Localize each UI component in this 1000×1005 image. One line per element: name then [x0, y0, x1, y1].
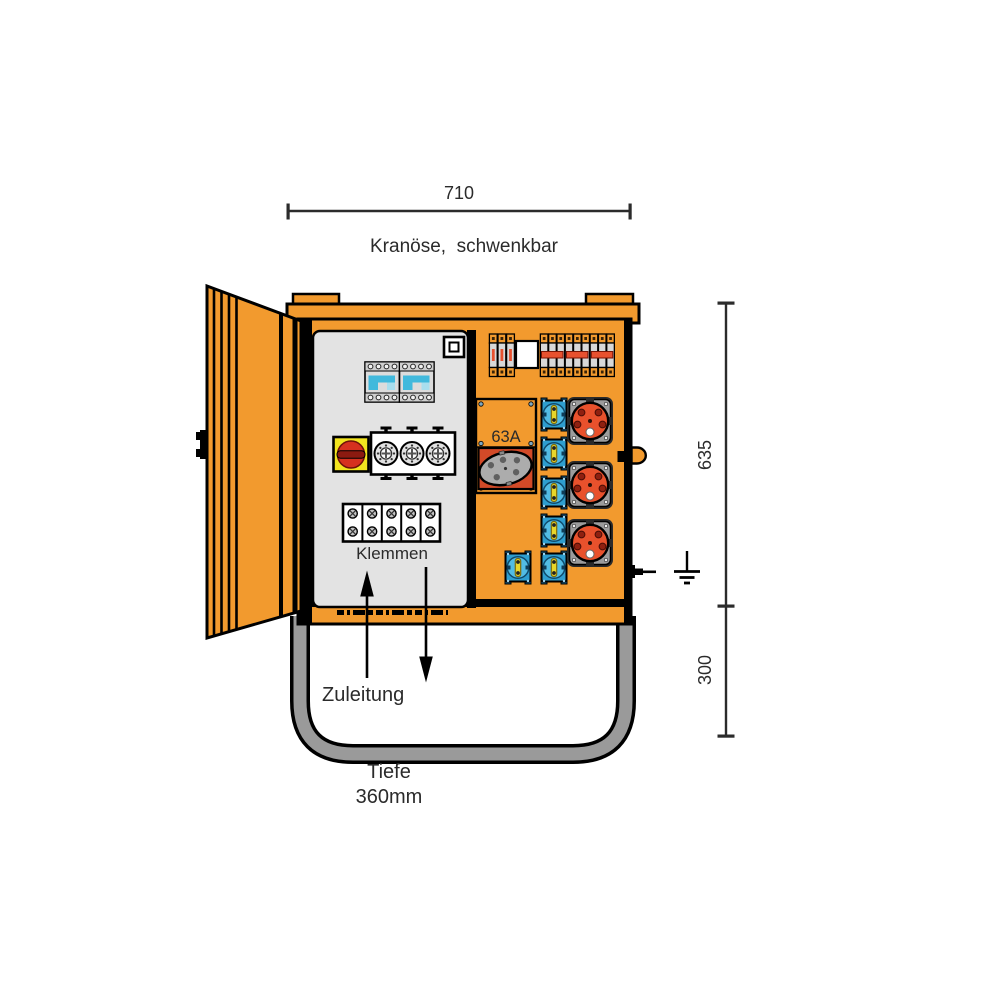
dim-710-label: 710 — [444, 183, 474, 203]
cee-socket-blue — [540, 397, 568, 432]
depth-label-line2: 360mm — [356, 786, 423, 808]
fuse-holder-dial — [399, 441, 425, 466]
terminal-screw — [386, 526, 397, 537]
cee-socket-blue — [540, 550, 568, 585]
door-latch — [196, 430, 206, 459]
mounting-panel: Klemmen — [311, 329, 470, 609]
fuse-terminal — [432, 426, 444, 430]
breaker-module — [488, 333, 498, 378]
fuse-terminal — [406, 426, 418, 430]
supply-arrow-up — [360, 570, 374, 678]
breaker-link-bar — [590, 351, 614, 359]
fuse-holder-dial — [373, 441, 399, 466]
socket-63a-label: 63A — [491, 428, 520, 446]
terminal-block — [341, 502, 442, 543]
terminal-screw — [424, 526, 436, 537]
cee-sockets-red-group — [565, 395, 615, 569]
breaker-link-bar — [541, 351, 564, 359]
cee-socket-blue — [540, 475, 568, 510]
breaker-row — [488, 333, 616, 378]
fuse-terminal — [380, 426, 392, 430]
socket-63a-face-icon — [478, 450, 533, 487]
cee-socket-blue — [540, 436, 568, 471]
terminal-screw — [424, 508, 436, 519]
depth-label-line1: Tiefe — [367, 761, 411, 783]
outgoing-arrow-down — [419, 567, 433, 683]
terminals-label: Klemmen — [356, 544, 428, 563]
fuse-terminal — [436, 429, 440, 434]
cee-socket-blue — [504, 550, 532, 585]
fuse-terminal — [380, 477, 392, 480]
fuse-block — [369, 426, 457, 480]
breaker-module — [497, 333, 507, 378]
dimension-width: 710 — [286, 183, 632, 220]
fuse-terminal — [432, 477, 444, 480]
blank-module — [514, 339, 540, 370]
panel-partition — [467, 330, 476, 608]
door-latch-keeper — [617, 446, 647, 465]
cabinet-right-wall — [624, 319, 631, 624]
earth-symbol-icon — [674, 551, 700, 585]
breaker-link-bar — [565, 351, 589, 359]
breaker-module — [505, 333, 516, 378]
dim-635-label: 635 — [695, 440, 715, 470]
fuse-terminal — [410, 429, 414, 434]
main-switch — [332, 435, 370, 473]
rcd-module — [364, 361, 401, 403]
inspection-window-icon — [442, 335, 466, 359]
rcd-module — [398, 361, 435, 403]
rcd-breaker-group — [364, 361, 435, 403]
tube-stand — [290, 616, 636, 764]
cabinet-door-open — [196, 283, 303, 640]
supply-label: Zuleitung — [322, 684, 404, 706]
fuse-terminal — [406, 477, 418, 480]
terminal-screw — [386, 508, 397, 519]
terminal-screw — [405, 508, 417, 519]
cee-socket-blue — [540, 513, 568, 548]
crane-eye-label: Kranöse, schwenkbar — [370, 236, 559, 257]
cee-socket-red — [565, 395, 615, 447]
dimension-height: 635 300 — [695, 301, 735, 738]
fuse-terminal — [384, 474, 388, 478]
terminal-screw — [347, 508, 359, 519]
terminal-screw — [347, 526, 359, 537]
terminal-screw — [405, 526, 417, 537]
terminal-screw — [366, 526, 378, 537]
cee-socket-63a: 63A — [474, 397, 538, 495]
fuse-terminal — [384, 429, 388, 434]
dim-300-label: 300 — [695, 655, 715, 685]
fuse-holder-dial — [425, 441, 451, 466]
earth-bolt — [629, 565, 656, 578]
cee-socket-red — [565, 517, 615, 569]
terminal-screw — [366, 508, 378, 519]
fuse-terminal — [436, 474, 440, 478]
fuse-terminal — [410, 474, 414, 478]
cee-socket-red — [565, 459, 615, 511]
